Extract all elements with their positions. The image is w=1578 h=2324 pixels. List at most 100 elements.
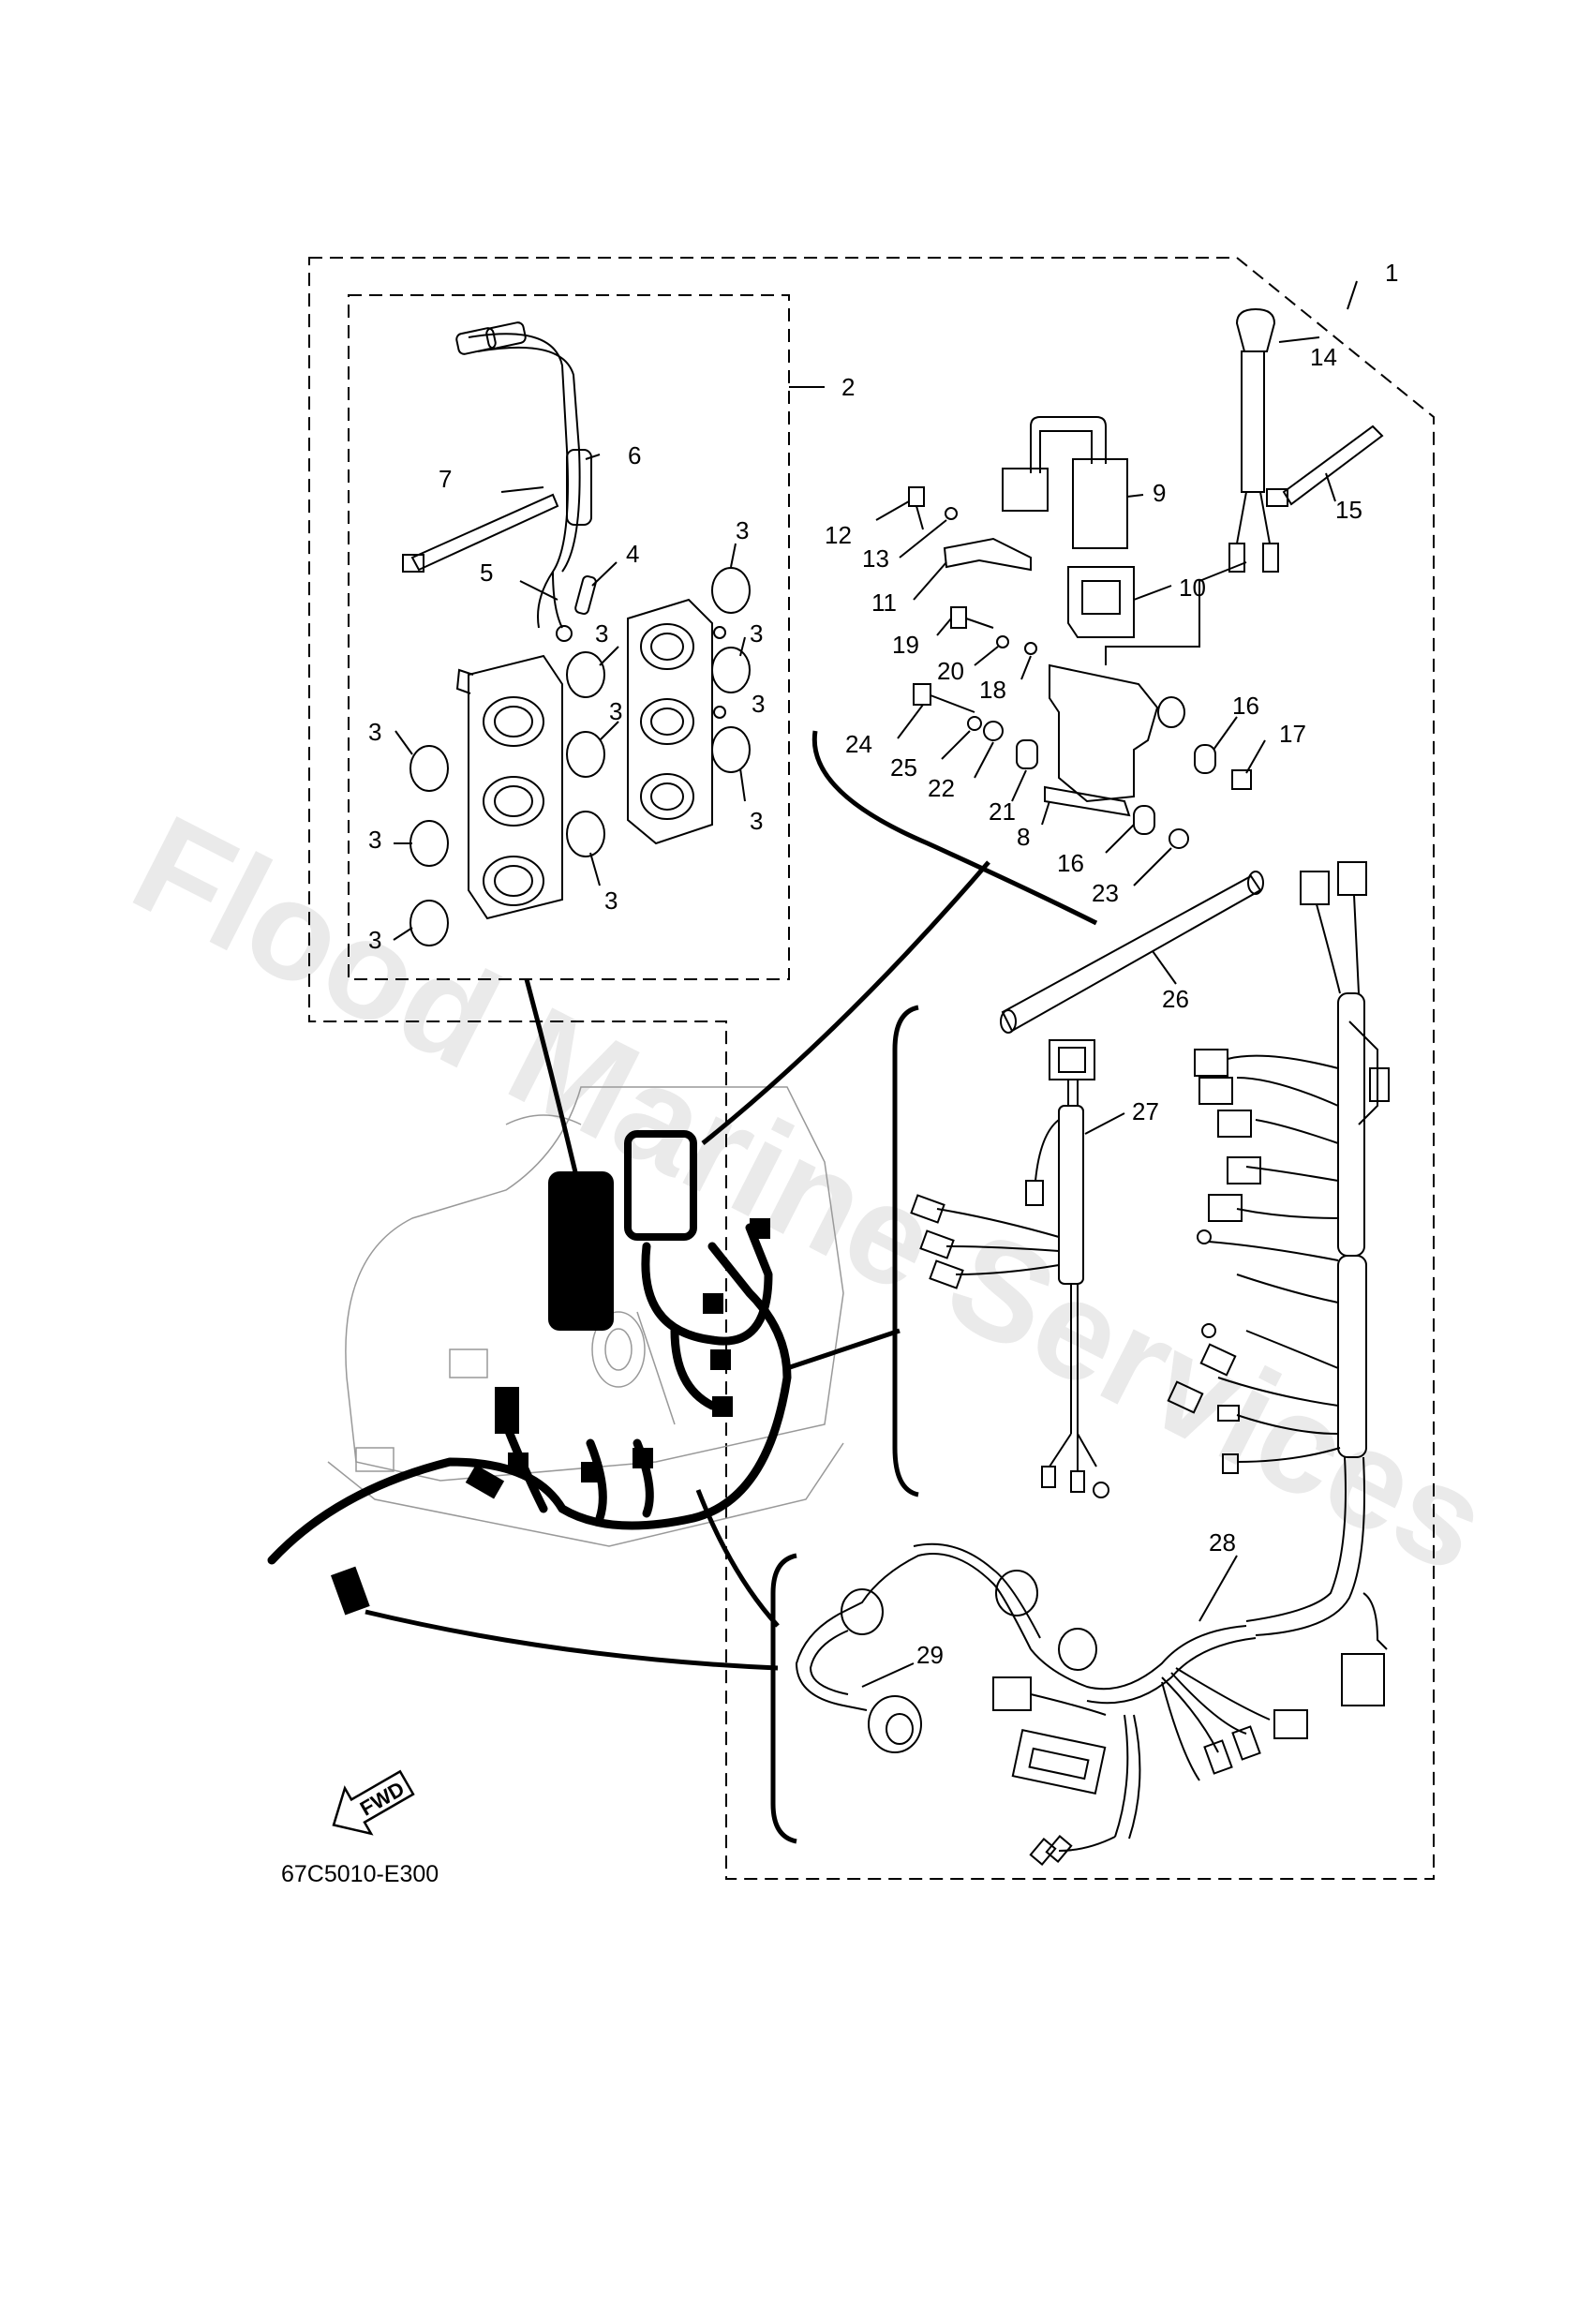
callout-leaders: [393, 336, 1336, 1688]
group-bracket-29: [770, 1553, 797, 1844]
callout-5: 5: [480, 559, 493, 587]
grommet-16: [1194, 744, 1216, 774]
harness-sleeve-6: [566, 449, 592, 526]
connector: [1341, 1653, 1385, 1706]
hose-26: [1000, 871, 1264, 1034]
washer-25: [967, 716, 982, 731]
grommet-16: [1133, 805, 1155, 835]
engine-outline: [327, 1086, 844, 1547]
o-ring: [566, 731, 605, 778]
callout-13: 13: [862, 544, 889, 573]
assembly-1-boundary: [308, 257, 1435, 1880]
o-ring: [566, 811, 605, 857]
sensor-4: [574, 574, 597, 616]
callout-16: 16: [1057, 849, 1084, 877]
washer-18: [1024, 642, 1037, 655]
collar-21: [1016, 739, 1038, 769]
callout-28: 28: [1209, 1528, 1236, 1557]
callout-9: 9: [1153, 479, 1166, 507]
callout-3: 3: [736, 516, 749, 544]
cable-tie-15: [1282, 425, 1384, 506]
group-bracket-27: [892, 1005, 919, 1497]
main-harness-28: [1167, 861, 1390, 1706]
rail-left: [468, 654, 563, 920]
o-ring: [566, 651, 605, 698]
callout-3: 3: [750, 807, 763, 835]
cable-tie-7: [410, 493, 559, 572]
bolt-19: [950, 606, 967, 629]
callout-3: 3: [368, 826, 381, 854]
connector: [992, 1676, 1032, 1711]
screw-17: [1231, 769, 1252, 790]
callout-7: 7: [439, 465, 452, 493]
callout-17: 17: [1279, 720, 1306, 748]
o-ring: [409, 745, 449, 792]
ecu-9: [1072, 458, 1128, 549]
sensor-14: [1235, 307, 1276, 352]
callout-3: 3: [752, 690, 765, 718]
connector: [868, 1695, 922, 1753]
callout-16: 16: [1232, 692, 1259, 720]
o-ring: [711, 567, 751, 614]
bracket-8: [1049, 663, 1159, 803]
fuel-rail-assembly: [402, 321, 751, 946]
callout-29: 29: [916, 1641, 944, 1669]
o-ring: [409, 900, 449, 946]
bracket-11: [943, 537, 1032, 572]
leader-bracket: [701, 860, 990, 1145]
callout-3: 3: [609, 697, 622, 725]
callout-6: 6: [628, 441, 641, 469]
fwd-arrow-icon: FWD: [332, 1769, 415, 1836]
washer-13: [945, 507, 958, 520]
sub-harness-27: [910, 1039, 1109, 1498]
callout-2: 2: [841, 373, 855, 401]
leader-1: [1347, 280, 1358, 310]
drawing-code: 67C5010-E300: [281, 1861, 439, 1887]
engine-harness-installed: [267, 1130, 792, 1616]
assembly-2-boundary: [348, 294, 790, 980]
bolt-12: [908, 486, 925, 507]
callout-26: 26: [1162, 985, 1189, 1013]
o-ring: [711, 647, 751, 693]
callout-8: 8: [1017, 823, 1030, 851]
bolt-24: [913, 683, 931, 706]
callout-24: 24: [845, 730, 872, 758]
connector: [841, 1588, 884, 1635]
callout-18: 18: [979, 676, 1006, 704]
callout-19: 19: [892, 631, 919, 659]
callouts: 1 2 3 3 3 3 3 3 3 3 3 3 4 5 6 7 8 9 10 1…: [368, 259, 1398, 1669]
group-bracket-upper: [811, 730, 1098, 926]
callout-12: 12: [825, 521, 852, 549]
callout-11: 11: [871, 588, 897, 617]
callout-27: 27: [1132, 1097, 1159, 1125]
rail-right: [627, 598, 713, 845]
rail-installed: [548, 1171, 614, 1331]
leader-harness-27: [786, 1328, 901, 1371]
callout-25: 25: [890, 753, 917, 782]
callout-10: 10: [1179, 574, 1206, 602]
callout-3: 3: [368, 926, 381, 954]
holder-10: [1067, 566, 1135, 638]
callout-14: 14: [1310, 343, 1337, 371]
callout-3: 3: [750, 619, 763, 648]
callout-22: 22: [928, 774, 955, 802]
callout-1: 1: [1385, 259, 1398, 287]
callout-3: 3: [368, 718, 381, 746]
callout-3: 3: [595, 619, 608, 648]
connector: [1273, 1709, 1308, 1739]
washer-20: [996, 635, 1009, 648]
callout-20: 20: [937, 657, 964, 685]
callout-15: 15: [1335, 496, 1362, 524]
connector: [1011, 1729, 1107, 1795]
o-ring: [711, 726, 751, 773]
callout-23: 23: [1092, 879, 1119, 907]
callout-3: 3: [604, 886, 618, 915]
watermark-text: Flood Marine Services: [111, 784, 1511, 1602]
leader-harness-29: [695, 1489, 780, 1628]
washer-22: [983, 721, 1004, 741]
leader-connector: [365, 1609, 779, 1671]
connector: [1002, 468, 1049, 512]
o-ring: [409, 820, 449, 867]
collar-23: [1169, 828, 1189, 849]
